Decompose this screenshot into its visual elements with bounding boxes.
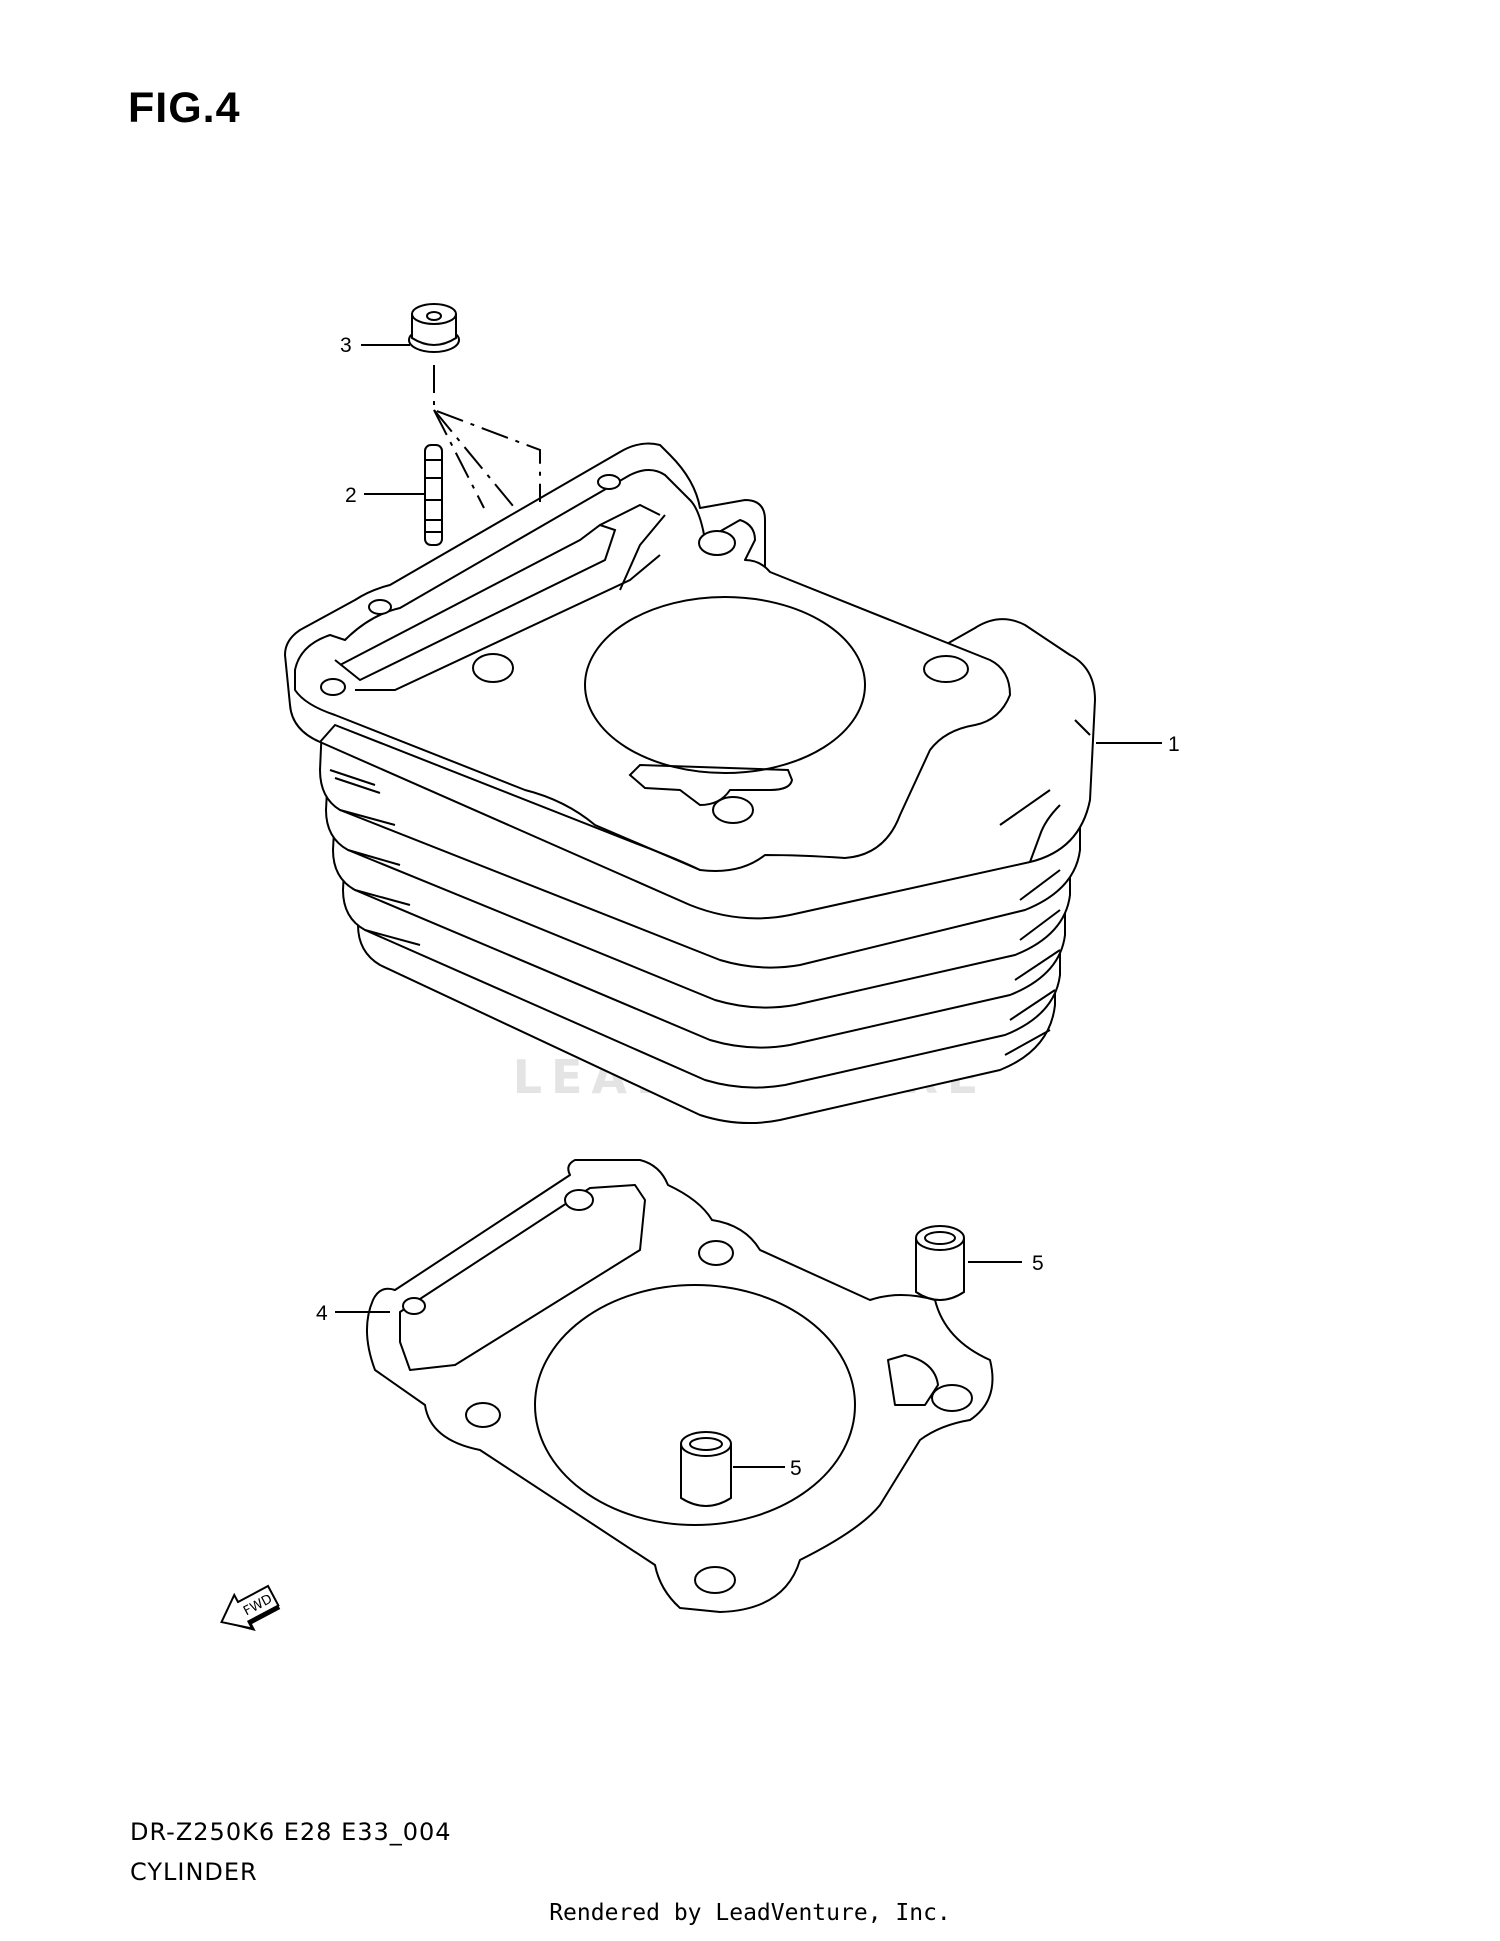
callout-5-upper-label: 5 — [1032, 1252, 1044, 1275]
stud-part — [424, 444, 443, 546]
model-code: DR-Z250K6 E28 E33_004 — [130, 1818, 452, 1846]
callout-1-label: 1 — [1168, 733, 1180, 756]
callout-5-lower-label: 5 — [790, 1457, 802, 1480]
gasket-bolt-holes — [402, 1189, 973, 1594]
dowel-pin-upper — [915, 1225, 965, 1301]
figure-title: FIG.4 — [128, 84, 241, 132]
dowel-pin-lower — [680, 1431, 732, 1507]
cylinder-part — [284, 442, 1096, 1125]
callout-2-label: 2 — [345, 484, 357, 507]
leader-lines — [335, 344, 1162, 1468]
footer-credit: Rendered by LeadVenture, Inc. — [549, 1900, 951, 1926]
cylinder-detail-lines — [319, 503, 1091, 1056]
nut-part — [408, 303, 460, 353]
gasket-part — [365, 1159, 994, 1613]
section-name: CYLINDER — [130, 1858, 258, 1886]
callout-3-label: 3 — [340, 334, 352, 357]
assembly-lines — [433, 365, 541, 513]
cylinder-bolt-holes — [320, 474, 969, 824]
callout-4-label: 4 — [316, 1302, 328, 1325]
fwd-arrow-icon: FWD — [220, 1584, 281, 1632]
